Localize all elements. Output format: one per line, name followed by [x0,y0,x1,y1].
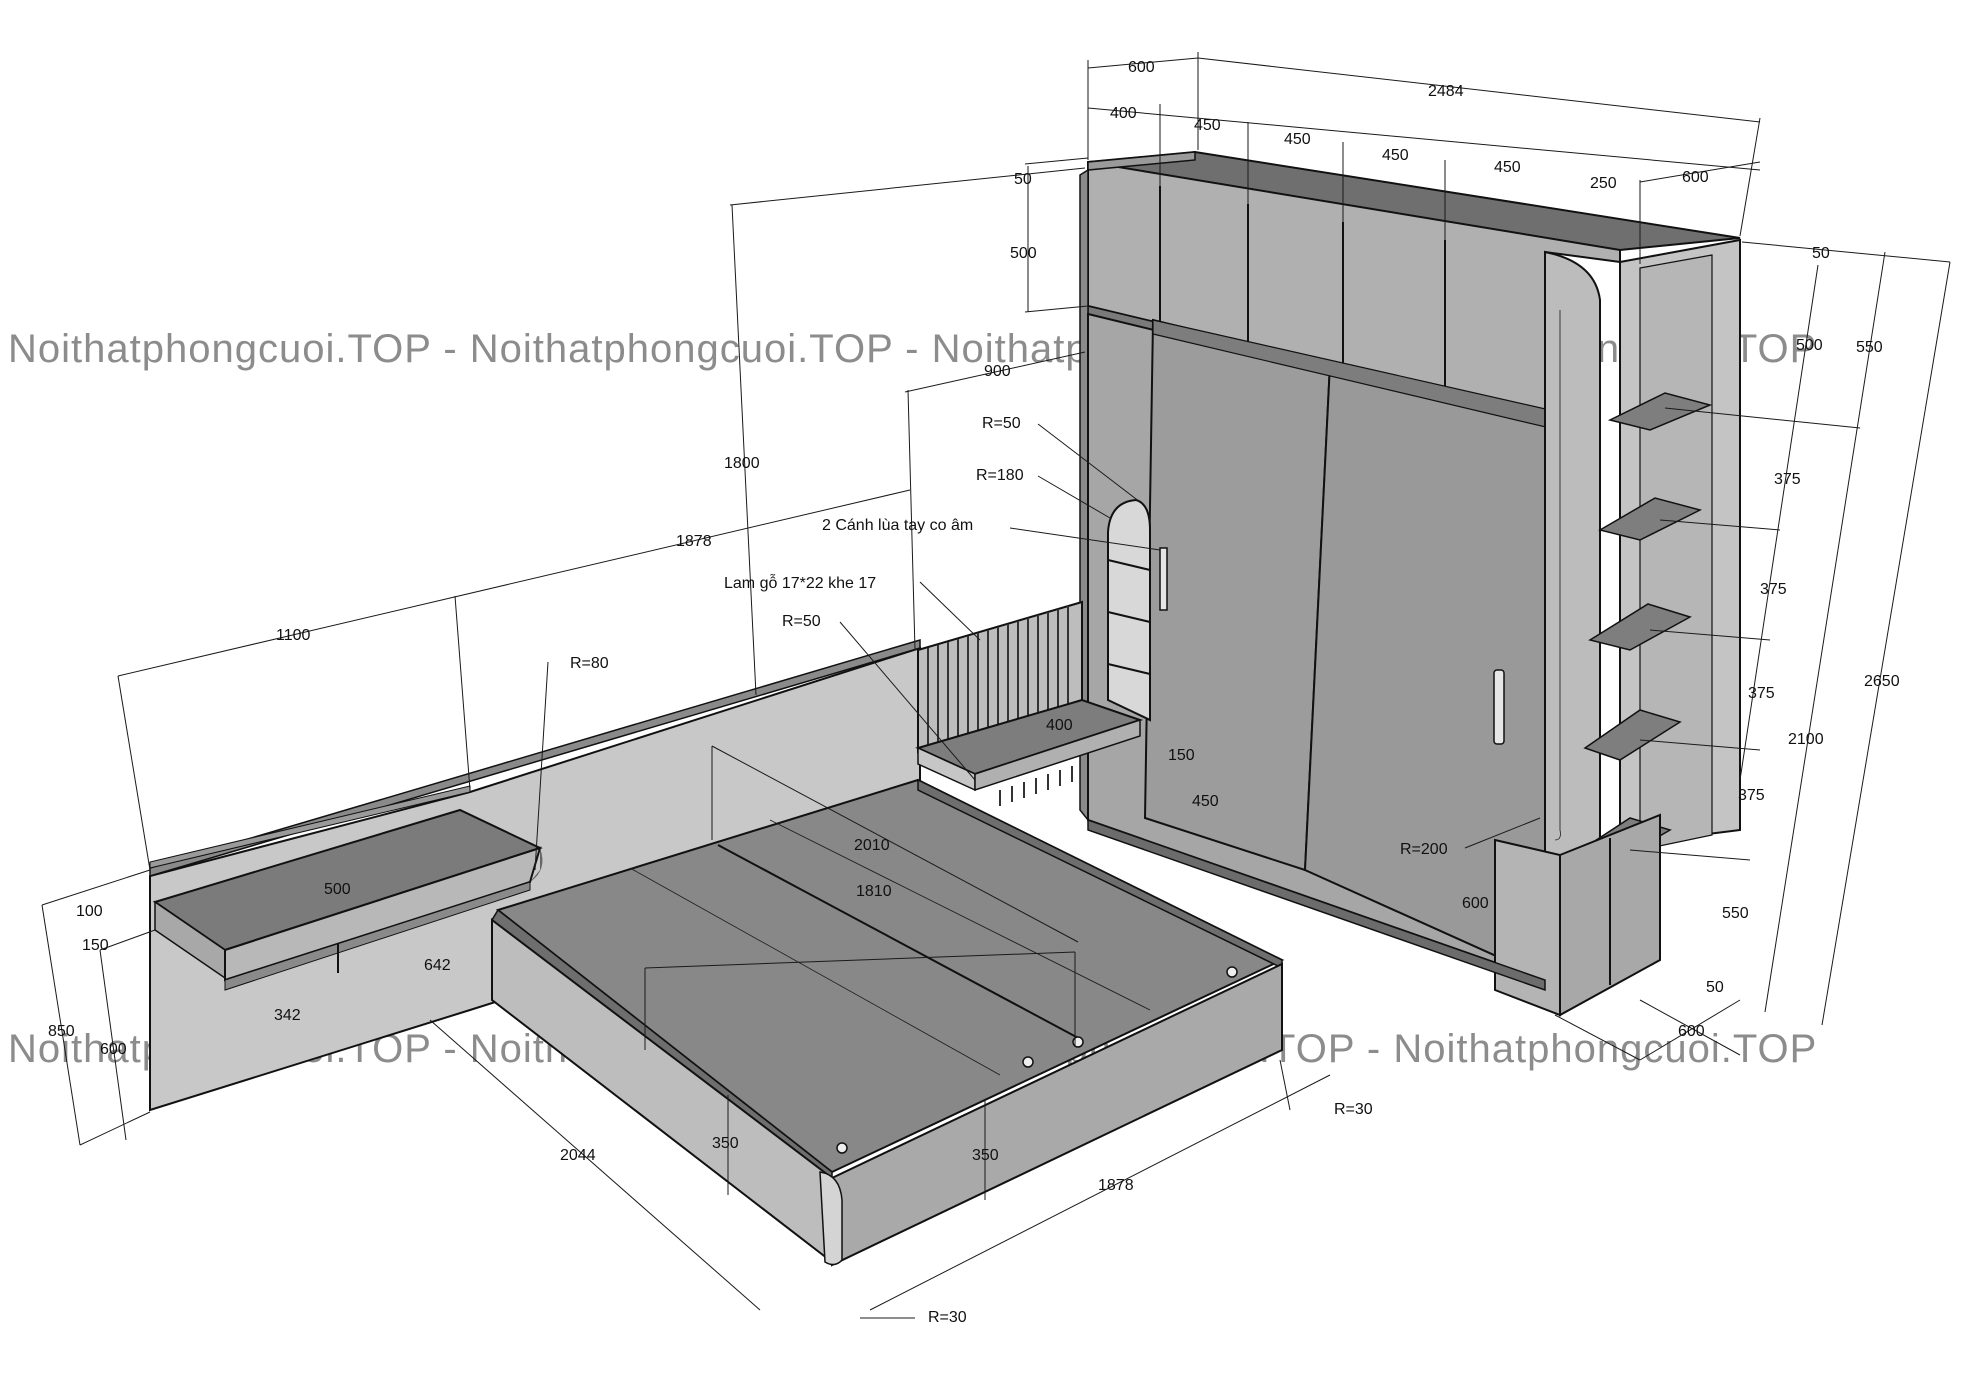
dimension-lines [41,52,1951,1311]
slat-panel [915,600,1144,806]
dim-desk-100: 100 [76,903,103,920]
dim-headboard-width: 1878 [676,533,712,550]
dim-shelf-height: 450 [1192,793,1219,810]
dim-bed-outer-width: 1878 [1098,1177,1134,1194]
dim-right-50-bottom: 50 [1706,979,1724,996]
dim-right-375-4: 375 [1738,787,1765,804]
dim-wardrobe-450-2: 450 [1284,131,1311,148]
dim-desk-850: 850 [48,1023,75,1040]
dim-right-375-3: 375 [1748,685,1775,702]
wardrobe [1079,150,1741,1017]
dim-headboard-left: 1100 [276,627,311,644]
dim-bed-inner-width: 1810 [856,883,892,900]
radius-bed-back: R=30 [1334,1101,1373,1118]
dim-lower-cabinet-height: 600 [1462,895,1489,912]
headboard-wall [149,638,921,1112]
dim-desk-150: 150 [82,937,109,954]
dim-wardrobe-450-4: 450 [1494,159,1521,176]
note-wood-slats: Lam gỗ 17*22 khe 17 [724,573,876,592]
dim-bed-front-height: 350 [972,1147,999,1164]
dim-desk-depth: 500 [324,881,351,898]
dim-wardrobe-body-height: 2100 [1788,731,1824,748]
dim-headboard-height: 1800 [724,455,760,472]
dim-top-cabinet-50: 50 [1014,171,1032,188]
radius-arch: R=180 [976,467,1024,484]
dim-bed-outer-length: 2044 [560,1147,596,1164]
dim-bed-side-height: 350 [712,1135,739,1152]
radius-top: R=50 [982,415,1021,432]
dim-shelf-width: 400 [1046,717,1073,734]
dim-desk-drawer: 342 [274,1007,301,1024]
dim-wardrobe-450-1: 450 [1194,117,1221,134]
dim-desk-600: 600 [100,1041,127,1058]
dim-desk-width: 642 [424,957,451,974]
dim-right-500: 500 [1796,337,1823,354]
leader-lines [534,423,1541,1319]
dim-wardrobe-250: 250 [1590,175,1617,192]
dim-right-550-bottom: 550 [1722,905,1749,922]
dim-bed-length: 2010 [854,837,890,854]
dim-wardrobe-shelf-depth: 600 [1682,169,1709,186]
desk [152,808,543,991]
bed [491,778,1285,1267]
dim-right-550-top: 550 [1856,339,1883,356]
radius-bed-front: R=30 [928,1309,967,1326]
dim-shelf-thickness: 150 [1168,747,1195,764]
note-sliding-doors: 2 Cánh lùa tay co âm [822,517,973,534]
dim-right-375-1: 375 [1774,471,1801,488]
dim-right-50-top: 50 [1812,245,1830,262]
dim-shelf-depth: 900 [984,363,1011,380]
dim-total-height: 2650 [1864,673,1900,690]
radius-desk: R=80 [570,655,609,672]
dim-lower-cabinet-depth: 600 [1678,1023,1705,1040]
dim-top-cabinet-500: 500 [1010,245,1037,262]
dim-wardrobe-width: 2484 [1428,83,1464,100]
dim-wardrobe-top-depth: 600 [1128,59,1155,76]
radius-pillar: R=200 [1400,841,1448,858]
dim-wardrobe-400: 400 [1110,105,1137,122]
radius-slat-shelf: R=50 [782,613,821,630]
dim-wardrobe-450-3: 450 [1382,147,1409,164]
dim-right-375-2: 375 [1760,581,1787,598]
